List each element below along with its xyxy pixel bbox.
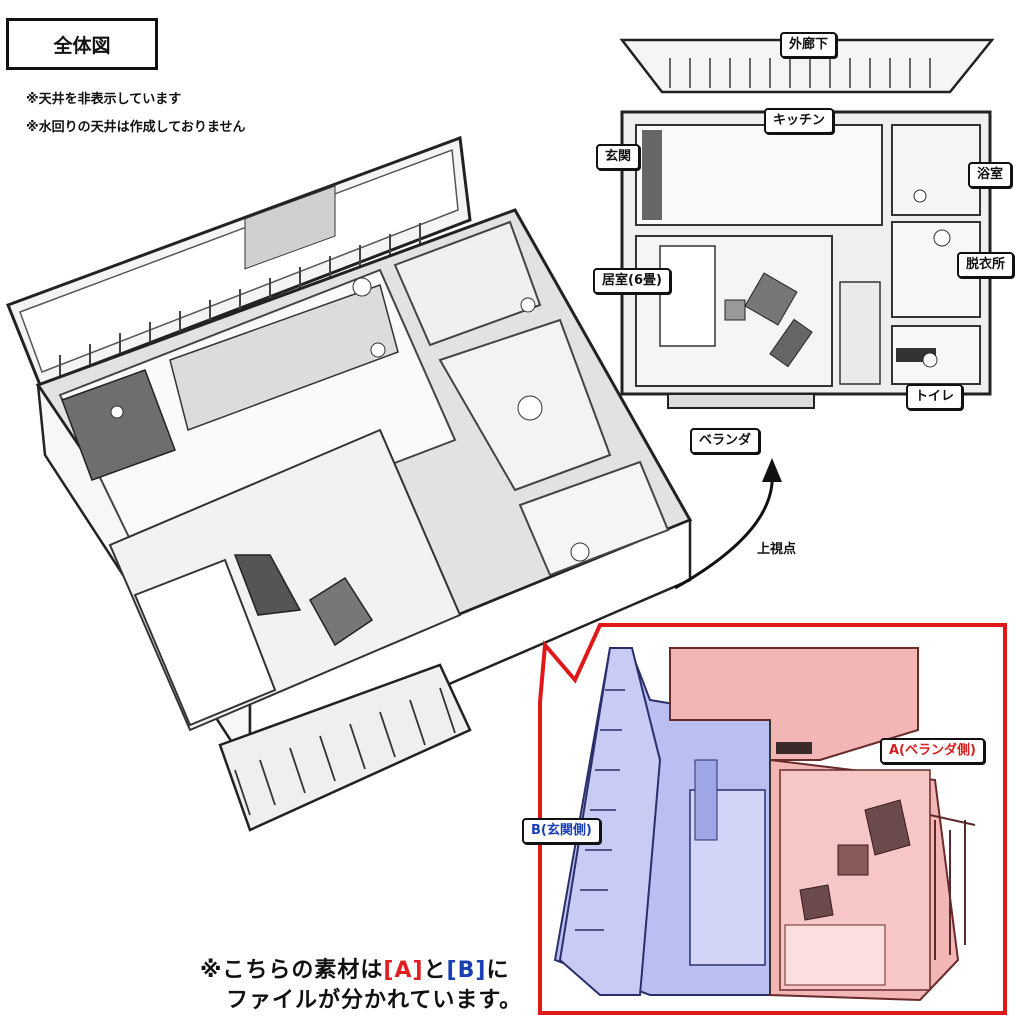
label-a-veranda-side: A(ベランダ側)	[880, 738, 985, 764]
label-living-room: 居室(6畳)	[593, 268, 671, 294]
note-ceiling-hidden: ※天井を非表示しています	[26, 92, 182, 107]
caption-file-b: [B]	[446, 958, 487, 983]
caption-suffix: に	[486, 958, 510, 983]
label-dressing: 脱衣所	[957, 252, 1015, 278]
label-b-entrance-side: B(玄関側)	[522, 818, 601, 844]
viewpoint-label: 上視点	[757, 542, 797, 557]
label-veranda: ベランダ	[690, 428, 761, 454]
label-kitchen: キッチン	[764, 108, 835, 134]
file-split-caption: ※こちらの素材は[A]と[B]に ファイルが分かれています。	[200, 956, 522, 1015]
note-wet-area-ceiling: ※水回りの天井は作成しておりません	[26, 120, 246, 135]
caption-mid: と	[423, 958, 447, 983]
label-corridor: 外廊下	[780, 32, 838, 58]
caption-prefix: ※こちらの素材は	[200, 958, 384, 983]
label-entrance: 玄関	[596, 144, 641, 170]
label-bath: 浴室	[968, 162, 1013, 188]
caption-file-a: [A]	[383, 958, 424, 983]
label-toilet: トイレ	[906, 384, 964, 410]
caption-line2: ファイルが分かれています。	[226, 987, 523, 1013]
page-title: 全体図	[6, 18, 158, 70]
